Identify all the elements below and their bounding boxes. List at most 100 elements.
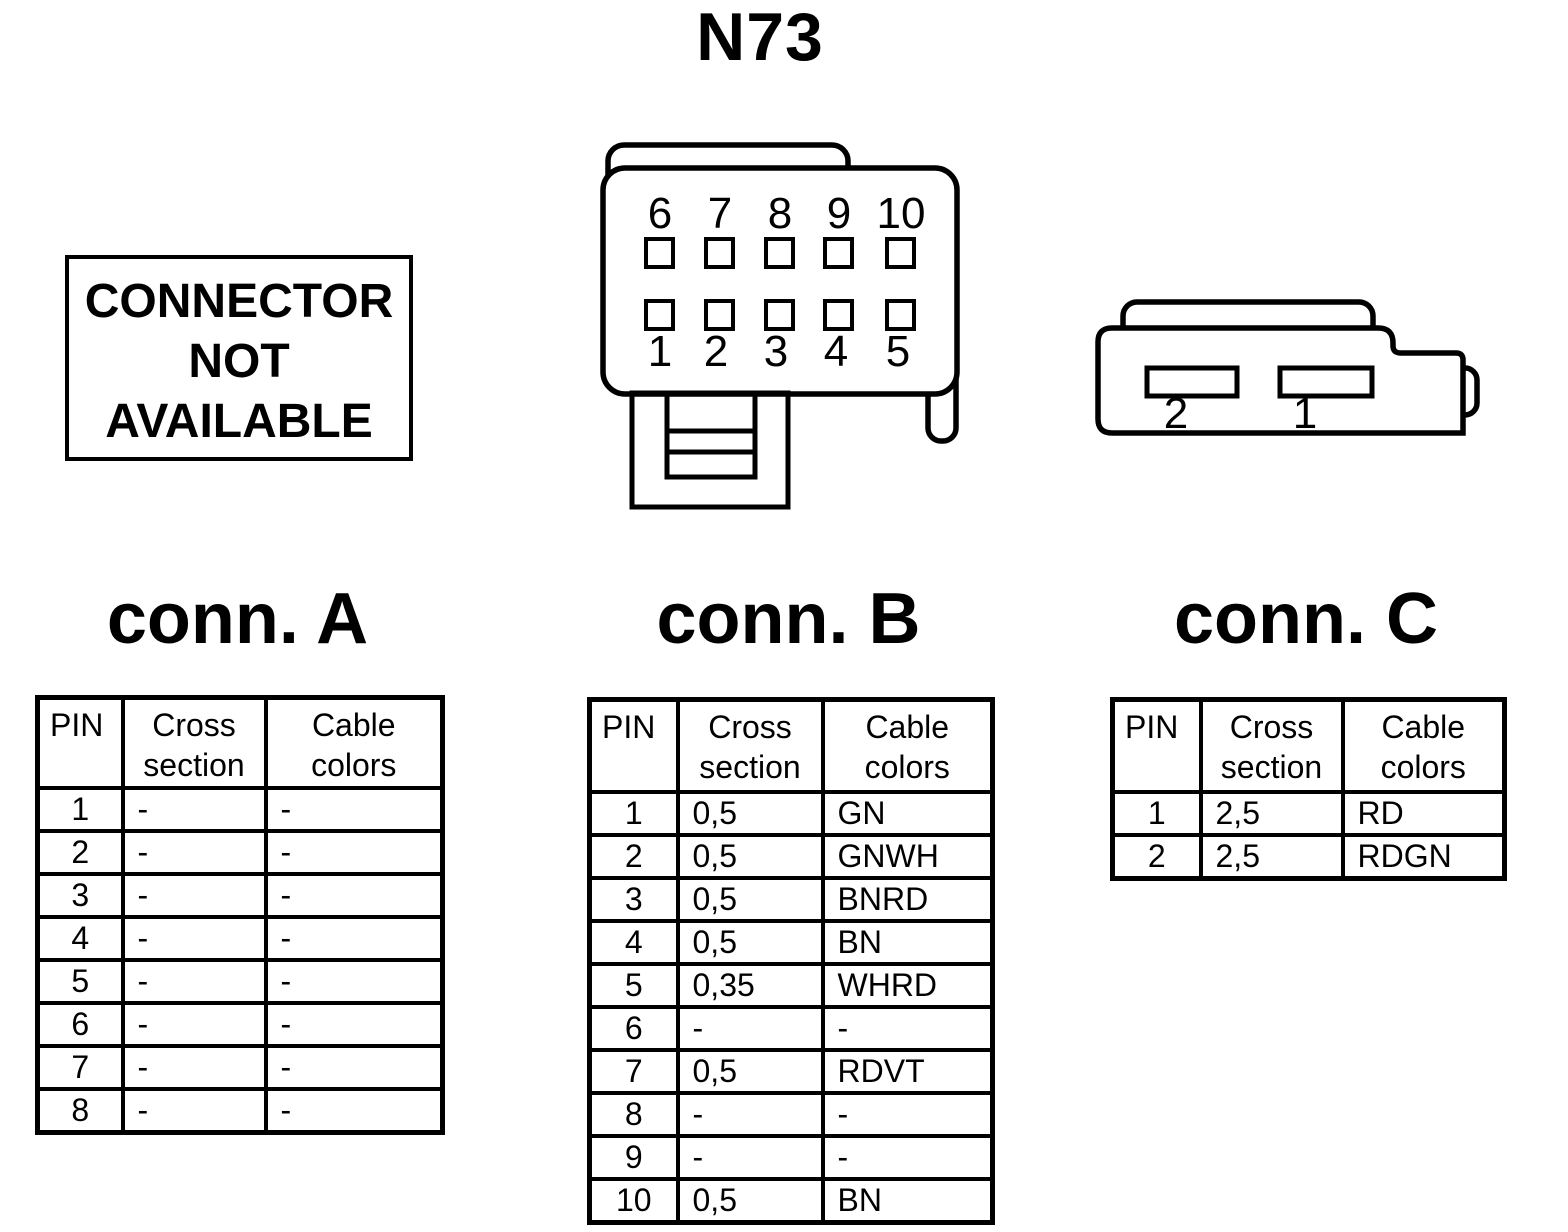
cable-colors-column-header: Cable colors [820, 697, 995, 794]
table-row: 9 - - [587, 1133, 995, 1181]
device-label: N73 [696, 0, 824, 75]
table-row: 1 2,5 RD [1110, 789, 1507, 837]
cable-colors-cell: - [263, 1087, 445, 1135]
table-row: 10 0,5 BN [587, 1176, 995, 1224]
table-row: 3 0,5 BNRD [587, 875, 995, 923]
pin-cavity-7 [704, 237, 735, 269]
cable-colors-cell: - [263, 1044, 445, 1091]
header-row: PIN Cross section Cable colors [1110, 697, 1507, 794]
cross-section-column-header: Cross section [120, 695, 268, 790]
pin-cell: 3 [35, 872, 125, 919]
cross-section-cell: - [120, 958, 268, 1005]
pin-cavity-5 [885, 299, 916, 331]
pin-cell: 1 [1110, 789, 1203, 837]
cable-colors-cell: BN [820, 918, 995, 966]
pin-cavity-1 [644, 299, 675, 331]
pin-cavity-6 [644, 237, 675, 269]
pin-cavity-9 [823, 237, 854, 269]
cable-colors-cell: BN [820, 1176, 995, 1224]
cross-section-cell: - [120, 872, 268, 919]
table-row: 6 - - [35, 1001, 445, 1048]
table-row: 1 0,5 GN [587, 789, 995, 837]
connector-not-available-box: CONNECTOR NOT AVAILABLE [65, 255, 413, 461]
cable-colors-cell: - [263, 872, 445, 919]
pin-number: 5 [886, 327, 910, 376]
cable-colors-cell: - [263, 958, 445, 1005]
pin-table-conn-b: PIN Cross section Cable colors 1 0,5 GN … [587, 697, 995, 1225]
table-row: 3 - - [35, 872, 445, 919]
cable-colors-cell: - [820, 1090, 995, 1138]
pin-slot-2 [1144, 365, 1240, 399]
pin-number: 9 [827, 189, 851, 238]
pin-cell: 8 [587, 1090, 680, 1138]
cable-colors-cell: - [263, 1001, 445, 1048]
cable-colors-cell: RD [1340, 789, 1507, 837]
header-row: PIN Cross section Cable colors [587, 697, 995, 794]
pin-cell: 2 [587, 832, 680, 880]
pin-cell: 6 [587, 1004, 680, 1052]
cross-section-cell: - [675, 1004, 825, 1052]
cable-colors-cell: RDVT [820, 1047, 995, 1095]
center-connector-drawing: 6 7 8 9 10 1 2 3 4 5 [600, 142, 960, 510]
cable-colors-cell: RDGN [1340, 832, 1507, 880]
pin-number: 10 [877, 189, 926, 238]
cross-section-cell: - [120, 1044, 268, 1091]
pin-number: 2 [704, 327, 728, 376]
pin-number: 7 [708, 189, 732, 238]
table-title-conn-a: conn. A [106, 579, 369, 659]
pin-cell: 3 [587, 875, 680, 923]
table-row: 4 0,5 BN [587, 918, 995, 966]
pin-cell: 2 [35, 829, 125, 876]
pin-number: 1 [648, 327, 672, 376]
cross-section-cell: - [675, 1133, 825, 1181]
pin-number: 4 [824, 327, 848, 376]
cable-colors-cell: - [263, 915, 445, 962]
cable-colors-cell: - [820, 1004, 995, 1052]
table-title-conn-c: conn. C [1174, 579, 1438, 659]
cross-section-column-header: Cross section [675, 697, 825, 794]
pin-cavity-10 [885, 237, 916, 269]
cross-section-cell: 0,35 [675, 961, 825, 1009]
pin-cell: 7 [587, 1047, 680, 1095]
pin-cell: 2 [1110, 832, 1203, 880]
pin-cell: 6 [35, 1001, 125, 1048]
pin-cell: 5 [587, 961, 680, 1009]
cross-section-cell: 2,5 [1198, 789, 1345, 837]
cross-section-cell: 0,5 [675, 918, 825, 966]
header-row: PIN Cross section Cable colors [35, 695, 445, 790]
table-row: 7 0,5 RDVT [587, 1047, 995, 1095]
pin-table-conn-a: PIN Cross section Cable colors 1 - - 2 -… [35, 695, 445, 1135]
cable-colors-cell: - [820, 1133, 995, 1181]
cable-colors-column-header: Cable colors [263, 695, 445, 790]
pin-cell: 9 [587, 1133, 680, 1181]
pin-column-header: PIN [1110, 697, 1203, 794]
table-row: 7 - - [35, 1044, 445, 1091]
cable-colors-cell: GN [820, 789, 995, 837]
cross-section-cell: 0,5 [675, 789, 825, 837]
pin-table-conn-c: PIN Cross section Cable colors 1 2,5 RD … [1110, 697, 1507, 881]
cross-section-cell: - [120, 829, 268, 876]
pin-number: 1 [1293, 389, 1317, 438]
table-row: 6 - - [587, 1004, 995, 1052]
cable-colors-cell: WHRD [820, 961, 995, 1009]
pin-cell: 10 [587, 1176, 680, 1224]
pin-cavity-3 [764, 299, 795, 331]
pin-slot-1 [1277, 365, 1375, 399]
pin-column-header: PIN [587, 697, 680, 794]
table-row: 8 - - [35, 1087, 445, 1135]
table-row: 2 0,5 GNWH [587, 832, 995, 880]
pin-cavity-4 [823, 299, 854, 331]
table-row: 2 - - [35, 829, 445, 876]
table-row: 2 2,5 RDGN [1110, 832, 1507, 880]
table-row: 1 - - [35, 786, 445, 833]
cross-section-cell: 0,5 [675, 1176, 825, 1224]
pin-cell: 4 [587, 918, 680, 966]
side-connector-drawing: 2 1 [1095, 299, 1480, 438]
pin-cavity-2 [704, 299, 735, 331]
cable-colors-cell: GNWH [820, 832, 995, 880]
pin-cell: 5 [35, 958, 125, 1005]
pin-number: 6 [648, 189, 672, 238]
pin-cell: 1 [587, 789, 680, 837]
cross-section-cell: - [120, 1001, 268, 1048]
